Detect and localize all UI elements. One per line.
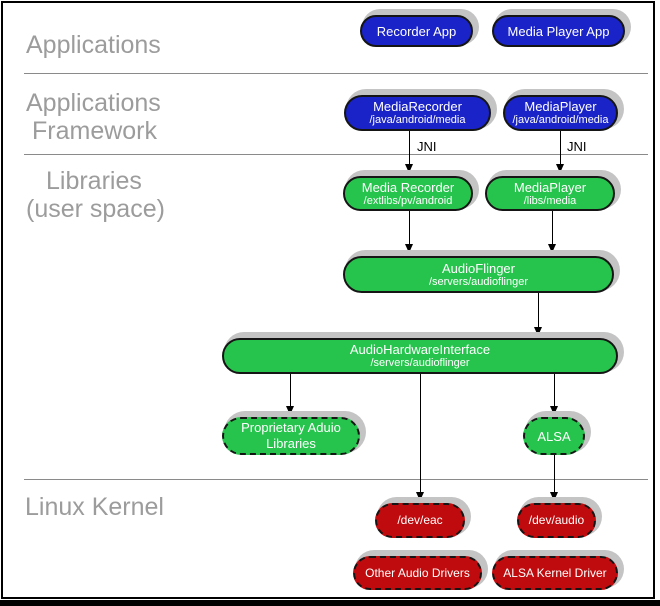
diagram-frame [1, 1, 655, 599]
node-title: MediaRecorder [373, 99, 462, 114]
connector-ahi-to-dev-eac [420, 374, 421, 492]
layer-label-applications: Applications [26, 31, 161, 59]
node-title: MediaPlayer [513, 179, 587, 195]
connector-alsa-to-dev-audio [554, 455, 555, 492]
node-title: Recorder App [376, 23, 457, 39]
layer-divider-applications [24, 73, 648, 74]
node-subtitle: /libs/media [523, 194, 577, 207]
arrowhead-icon [286, 406, 294, 415]
layer-divider-kernel [24, 479, 648, 480]
node-title: Other Audio Drivers [365, 565, 470, 580]
arrowhead-icon [556, 164, 564, 173]
layer-label-text: Framework [32, 117, 158, 145]
jni-label-right: JNI [567, 139, 587, 154]
jni-connector-left [409, 131, 410, 165]
node-title: Media Recorder [361, 179, 455, 195]
layer-label-text: Applications [26, 31, 161, 59]
connector-ahi-to-proprietary [290, 374, 291, 406]
node-proprietary-audio-libraries: Proprietary Aduio Libraries [222, 417, 360, 455]
connector-ahi-to-alsa [554, 374, 555, 406]
layer-label-text: (user space) [26, 195, 165, 223]
node-audioflinger: AudioFlinger /servers/audioflinger [343, 256, 614, 293]
layer-label-framework: Applications Framework [26, 89, 161, 145]
layer-label-libraries: Libraries (user space) [26, 167, 165, 223]
node-title: Proprietary Aduio Libraries [241, 420, 341, 451]
node-subtitle: /java/android/media [512, 114, 609, 126]
node-dev-audio: /dev/audio [517, 503, 596, 538]
node-title: MediaPlayer [524, 99, 597, 114]
node-subtitle: /extlibs/pv/android [363, 194, 453, 207]
node-media-recorder-lib: Media Recorder /extlibs/pv/android [343, 176, 473, 211]
node-title: AudioFlinger [442, 260, 515, 276]
node-other-audio-drivers: Other Audio Drivers [353, 556, 482, 590]
node-recorder-app: Recorder App [360, 15, 473, 47]
arrowhead-icon [534, 327, 542, 336]
node-media-player-app: Media Player App [492, 15, 625, 47]
layer-label-text: Applications [26, 89, 161, 117]
node-title: /dev/audio [528, 513, 585, 527]
layer-divider-framework [24, 154, 648, 155]
node-subtitle: /java/android/media [369, 114, 466, 126]
node-audio-hardware-interface: AudioHardwareInterface /servers/audiofli… [222, 338, 618, 374]
arrowhead-icon [550, 492, 558, 501]
connector-audioflinger-to-ahi [538, 293, 539, 327]
layer-label-text: Libraries [46, 167, 142, 195]
arrowhead-icon [416, 492, 424, 501]
node-subtitle: /servers/audioflinger [370, 357, 470, 369]
arrowhead-icon [550, 406, 558, 415]
node-mediaplayer-lib: MediaPlayer /libs/media [485, 176, 615, 211]
node-subtitle: /servers/audioflinger [428, 275, 529, 288]
arrowhead-icon [548, 244, 556, 253]
node-title: ALSA Kernel Driver [503, 565, 607, 580]
node-title: ALSA [537, 428, 571, 444]
arrowhead-icon [405, 244, 413, 253]
arrowhead-icon [405, 164, 413, 173]
node-alsa: ALSA [523, 417, 585, 455]
node-title: Media Player App [507, 23, 610, 39]
jni-connector-right [560, 131, 561, 165]
node-dev-eac: /dev/eac [375, 503, 465, 538]
node-mediarecorder-framework: MediaRecorder /java/android/media [344, 95, 491, 131]
node-title: AudioHardwareInterface [349, 342, 491, 357]
layer-label-kernel: Linux Kernel [25, 493, 164, 521]
connector-player-to-audioflinger [552, 211, 553, 244]
node-title: /dev/eac [397, 513, 443, 527]
layer-label-text: Linux Kernel [25, 493, 164, 521]
jni-label-left: JNI [417, 139, 437, 154]
node-mediaplayer-framework: MediaPlayer /java/android/media [503, 95, 618, 131]
connector-recorder-to-audioflinger [409, 211, 410, 244]
node-alsa-kernel-driver: ALSA Kernel Driver [492, 556, 618, 590]
diagram-frame-bottom [0, 600, 660, 606]
